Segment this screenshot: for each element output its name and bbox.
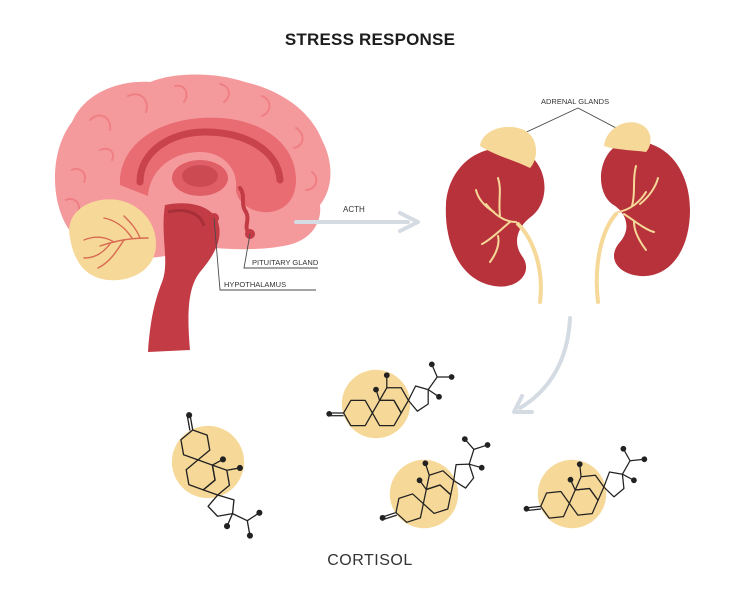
acth-label: ACTH bbox=[343, 205, 365, 214]
hypothalamus-leader bbox=[213, 217, 316, 291]
pituitary-label: PITUITARY GLAND bbox=[252, 258, 319, 267]
cerebellum-arbor bbox=[83, 215, 149, 269]
cortisol-release-arrow bbox=[512, 316, 572, 414]
right-kidney-vessels bbox=[617, 165, 659, 251]
brain-gyri bbox=[65, 83, 318, 213]
left-kidney bbox=[445, 148, 545, 287]
cortisol-molecule-4 bbox=[517, 442, 655, 534]
brainstem bbox=[148, 203, 220, 352]
diagram-title: STRESS RESPONSE bbox=[284, 30, 456, 49]
pituitary-leader bbox=[243, 233, 318, 269]
left-kidney-vessels bbox=[475, 177, 517, 263]
right-adrenal-gland bbox=[604, 122, 651, 152]
cerebellum bbox=[69, 199, 156, 281]
left-ureter bbox=[516, 222, 543, 304]
adrenal-leader-right bbox=[577, 107, 621, 131]
hypothalamus-label: HYPOTHALAMUS bbox=[224, 280, 286, 289]
cortisol-molecule-3 bbox=[362, 428, 510, 543]
right-kidney bbox=[600, 141, 690, 277]
acth-arrow: ACTH bbox=[294, 205, 420, 233]
kidneys-illustration: ADRENAL GLANDS bbox=[445, 97, 690, 304]
left-adrenal-gland bbox=[480, 126, 537, 168]
right-ureter bbox=[594, 212, 618, 304]
brain-illustration: PITUITARY GLAND HYPOTHALAMUS bbox=[54, 74, 331, 352]
cortisol-label: CORTISOL bbox=[327, 552, 413, 569]
adrenal-leader-left bbox=[517, 107, 579, 137]
adrenal-label: ADRENAL GLANDS bbox=[541, 97, 609, 106]
cortisol-molecule-1 bbox=[162, 401, 268, 551]
cortisol-molecule-2 bbox=[325, 360, 456, 439]
